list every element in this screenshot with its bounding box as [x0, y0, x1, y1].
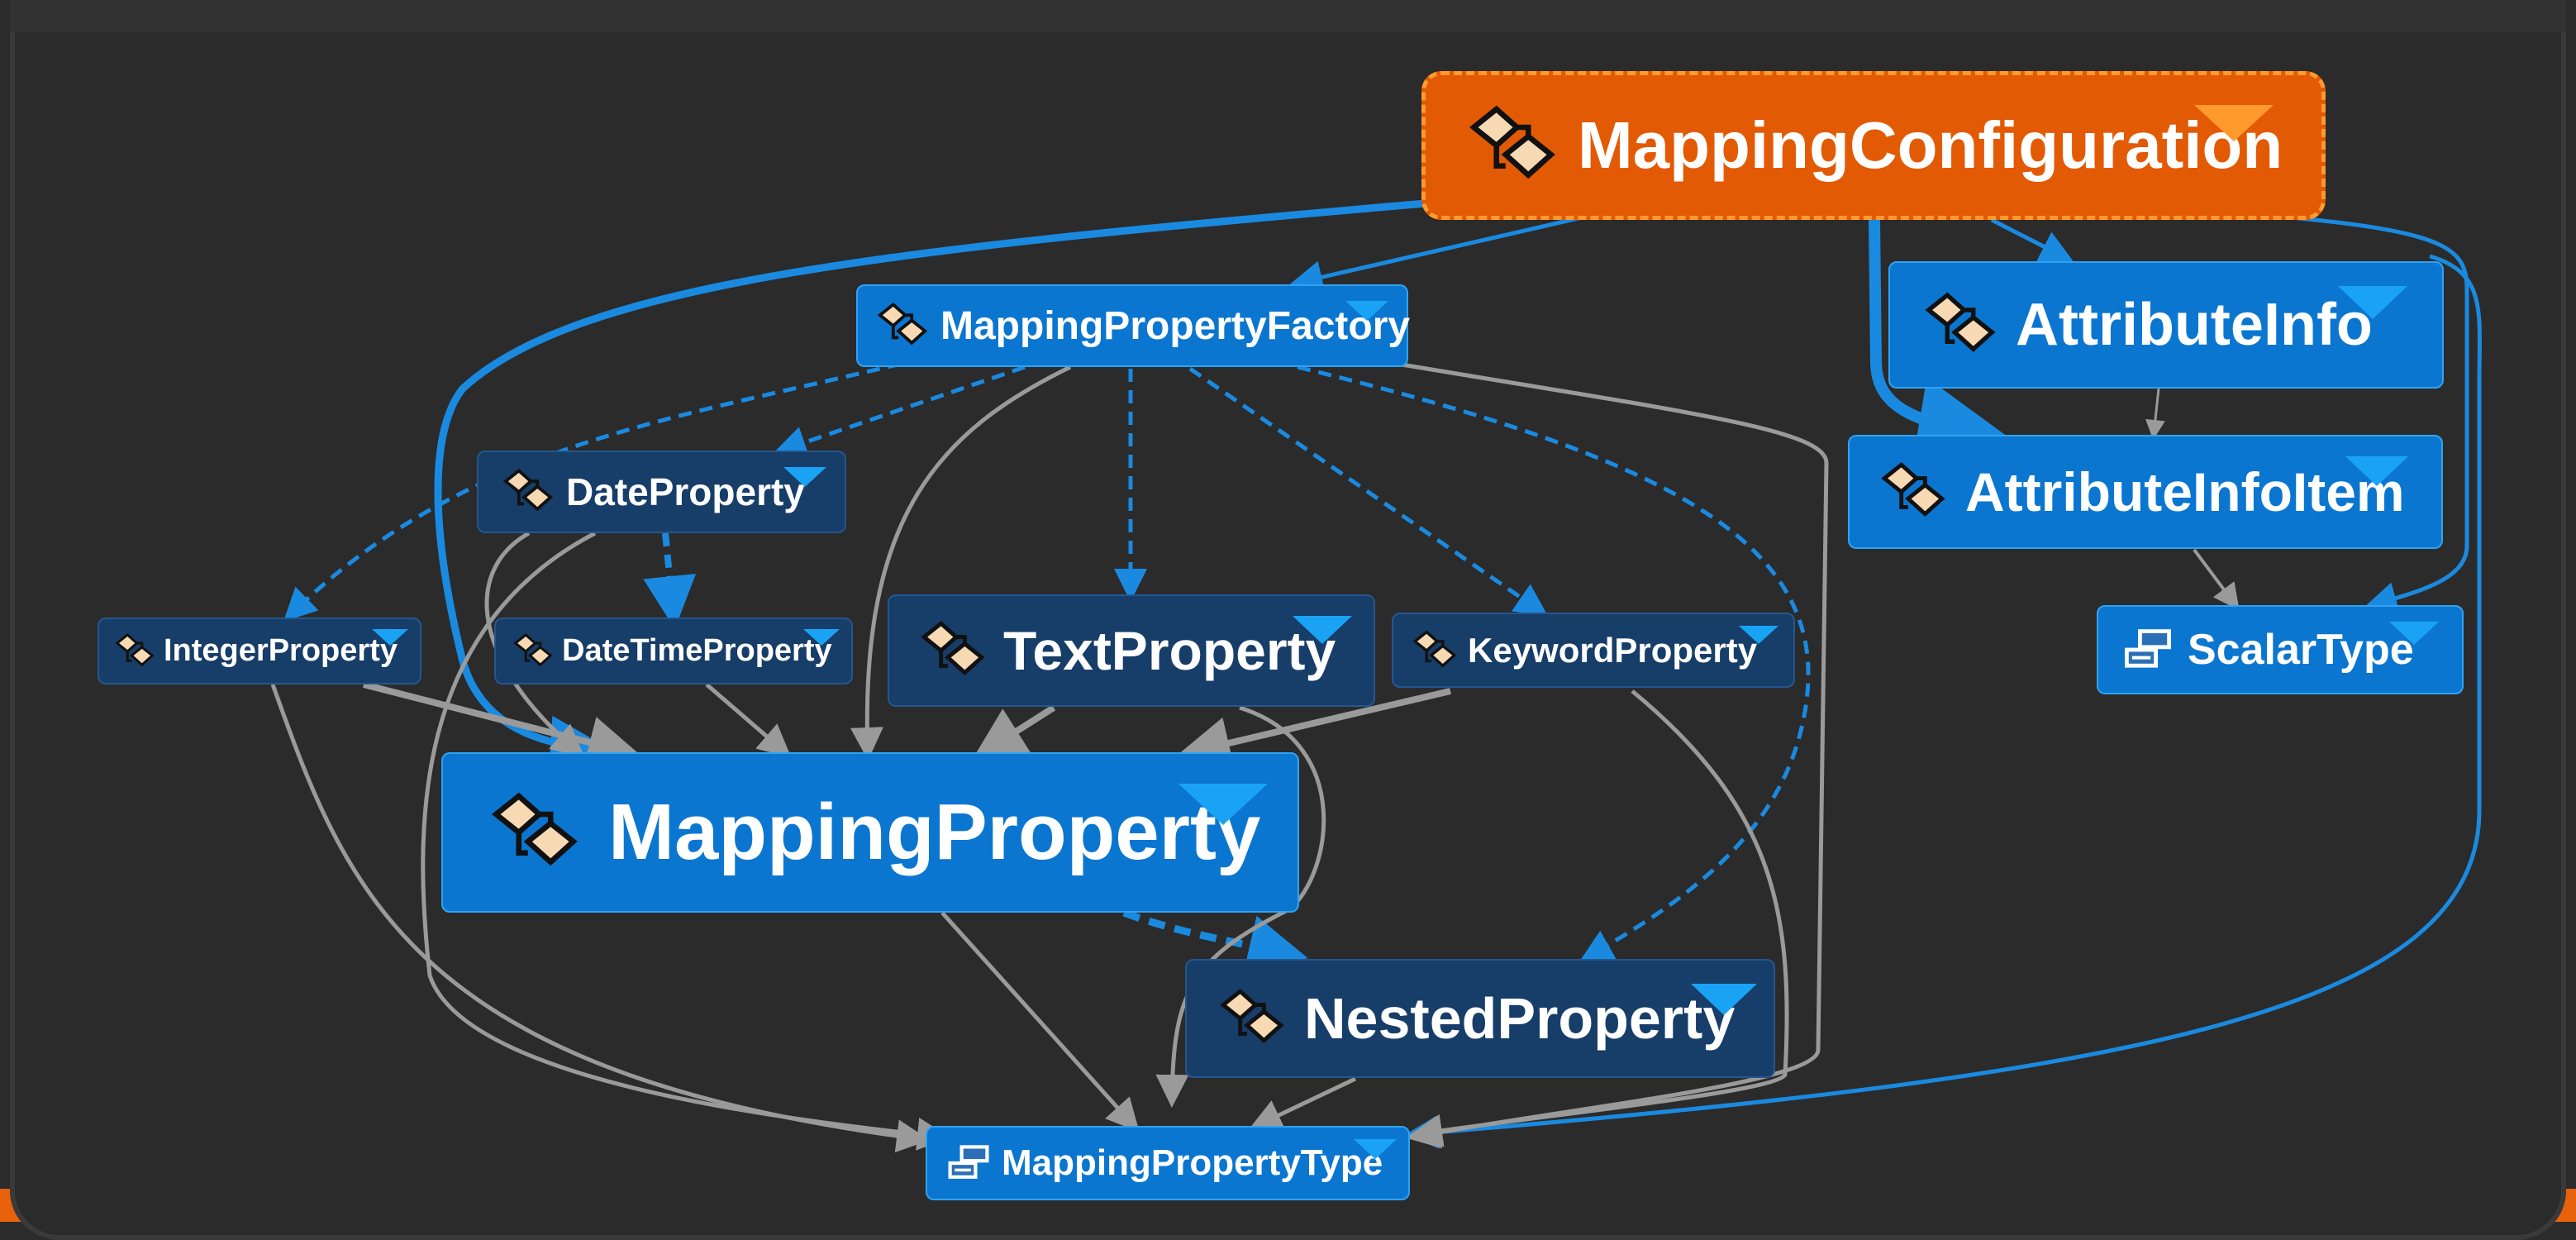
chevron-down-icon[interactable] — [2338, 286, 2407, 319]
node-mapping-property[interactable]: MappingProperty — [441, 752, 1299, 913]
node-attribute-info-item[interactable]: AttributeInfoItem — [1848, 435, 2443, 549]
edge-attributeinfo-to-item — [2145, 388, 2165, 440]
edge-factory-to-dateproperty — [773, 365, 1026, 459]
class-icon — [1923, 288, 1997, 362]
edge-keyword-to-mappingproperty — [1177, 688, 1451, 770]
chevron-down-icon[interactable] — [1178, 784, 1268, 825]
edge-config-to-mappingpropertytype — [1405, 254, 2482, 1149]
node-label: IntegerProperty — [164, 633, 398, 668]
chevron-down-icon[interactable] — [1739, 626, 1778, 644]
edge-factory-to-keywordproperty — [1188, 366, 1549, 617]
edge-factory-to-mappingproperty — [850, 365, 1072, 761]
title-strip — [10, 0, 2566, 31]
edge-config-to-attributeinfoitem — [1869, 219, 2011, 470]
node-mapping-configuration[interactable]: MappingConfiguration — [1421, 71, 2326, 220]
node-label: DateTimeProperty — [562, 633, 832, 668]
class-icon — [1467, 100, 1558, 191]
chevron-down-icon[interactable] — [1691, 984, 1757, 1015]
edge-config-to-scalartype — [2280, 214, 2469, 615]
edge-config-to-factory — [1289, 216, 1579, 293]
edge-config-to-mappingproperty — [434, 199, 1426, 775]
edge-keyword-to-type — [1409, 689, 1789, 1147]
class-icon — [1218, 985, 1286, 1052]
edge-factory-to-type-right — [1396, 361, 1829, 1149]
node-label: TextProperty — [1003, 620, 1336, 681]
chevron-down-icon[interactable] — [783, 467, 826, 487]
edge-mappingproperty-nested — [1122, 909, 1308, 974]
node-text-property[interactable]: TextProperty — [888, 594, 1375, 707]
node-label: AttributeInfoItem — [1965, 461, 2405, 522]
class-icon — [512, 631, 554, 672]
chevron-down-icon[interactable] — [2345, 456, 2408, 486]
edge-dateproperty-to-type — [421, 531, 950, 1151]
node-label: MappingProperty — [608, 788, 1261, 876]
edge-dateproperty-to-datetime — [643, 532, 697, 629]
node-label: DateProperty — [566, 470, 805, 513]
class-icon — [489, 787, 580, 878]
edge-datetime-to-mappingproperty — [705, 683, 792, 758]
node-label: MappingPropertyFactory — [940, 303, 1411, 348]
edge-config-to-attributeinfo — [1990, 217, 2074, 262]
chevron-down-icon[interactable] — [1354, 1139, 1397, 1159]
edge-factory-to-integerproperty — [283, 361, 902, 622]
node-scalar-type[interactable]: ScalarType — [2097, 605, 2464, 694]
class-icon — [1879, 458, 1947, 526]
node-label: KeywordProperty — [1468, 630, 1758, 670]
node-date-property[interactable]: DateProperty — [477, 451, 846, 533]
class-icon — [1412, 627, 1458, 674]
edge-factory-to-nestedproperty — [1297, 365, 1811, 961]
edge-nested-to-type — [1248, 1076, 1357, 1131]
edge-integer-to-type — [270, 684, 930, 1153]
enum-icon — [2121, 623, 2174, 676]
chevron-down-icon[interactable] — [372, 629, 408, 646]
class-icon — [876, 299, 929, 352]
node-mapping-property-factory[interactable]: MappingPropertyFactory — [856, 284, 1411, 367]
class-icon — [919, 617, 987, 684]
node-label: MappingConfiguration — [1578, 108, 2283, 182]
node-label: NestedProperty — [1304, 986, 1736, 1051]
node-date-time-property[interactable]: DateTimeProperty — [494, 618, 853, 684]
class-icon — [502, 465, 555, 518]
node-label: ScalarType — [2188, 626, 2414, 674]
class-icon — [114, 631, 155, 672]
node-mapping-property-type[interactable]: MappingPropertyType — [926, 1126, 1410, 1200]
chevron-down-icon[interactable] — [1345, 301, 1388, 321]
edge-integer-to-mappingproperty — [363, 681, 641, 769]
chevron-down-icon[interactable] — [803, 629, 840, 646]
node-attribute-info[interactable]: AttributeInfo — [1888, 261, 2444, 389]
node-keyword-property[interactable]: KeywordProperty — [1392, 613, 1795, 688]
enum-icon — [945, 1140, 992, 1186]
chevron-down-icon[interactable] — [2389, 622, 2439, 645]
edge-mappingproperty-to-type — [940, 911, 1140, 1133]
node-nested-property[interactable]: NestedProperty — [1185, 959, 1775, 1078]
edge-item-to-scalartype — [2193, 548, 2240, 611]
chevron-down-icon[interactable] — [2194, 105, 2274, 141]
node-integer-property[interactable]: IntegerProperty — [98, 618, 421, 684]
edge-text-to-mappingproperty — [972, 704, 1056, 760]
chevron-down-icon[interactable] — [1293, 616, 1352, 644]
node-label: AttributeInfo — [2016, 292, 2373, 358]
node-label: MappingPropertyType — [1002, 1142, 1383, 1183]
